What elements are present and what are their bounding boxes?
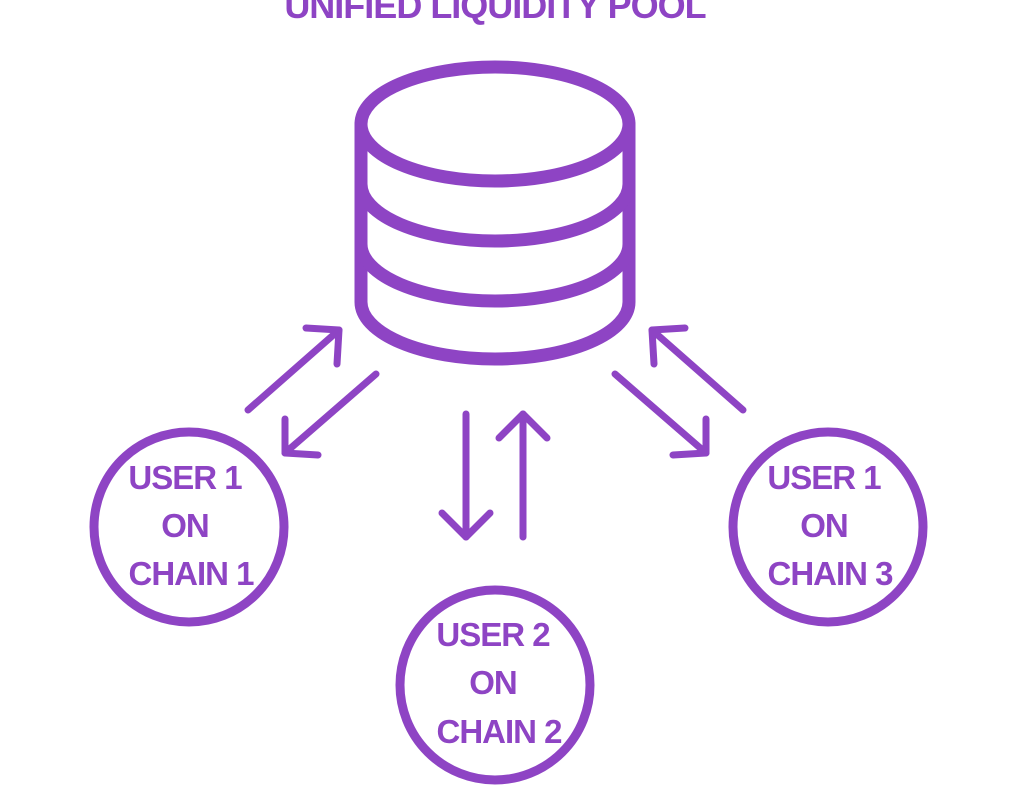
user-node-center: USER 2 ON CHAIN 2 [395, 585, 595, 785]
node-label-line: USER 1 [767, 459, 881, 496]
arrow-down-to-user-right-icon [611, 370, 710, 459]
node-label-line: CHAIN 1 [128, 555, 254, 592]
arrow-pair-left [244, 324, 380, 459]
arrow-down-to-user-center-icon [438, 410, 494, 541]
arrow-up-to-pool-left-icon [244, 324, 343, 414]
arrow-up-to-pool-center-icon [495, 410, 551, 541]
node-label-line: USER 2 [436, 616, 550, 653]
user-node-circle [89, 427, 289, 627]
node-label-line: ON [800, 507, 848, 544]
arrow-down-to-user-left-icon [281, 370, 380, 459]
node-label-line: USER 1 [128, 459, 242, 496]
diagram-title: UNIFIED LIQUIDITY POOL [284, 0, 705, 26]
arrow-up-to-pool-right-icon [648, 324, 747, 414]
database-icon [354, 60, 636, 366]
user-node-right: USER 1 ON CHAIN 3 [728, 427, 928, 627]
node-label-line: CHAIN 2 [436, 713, 562, 750]
node-label-line: ON [469, 664, 517, 701]
user-node-circle [728, 427, 928, 627]
user-node-circle [395, 585, 595, 785]
user-node-left: USER 1 ON CHAIN 1 [89, 427, 289, 627]
arrow-pair-right [611, 324, 747, 459]
node-label-line: CHAIN 3 [767, 555, 893, 592]
arrow-pair-center [438, 410, 551, 541]
node-label-line: ON [161, 507, 209, 544]
